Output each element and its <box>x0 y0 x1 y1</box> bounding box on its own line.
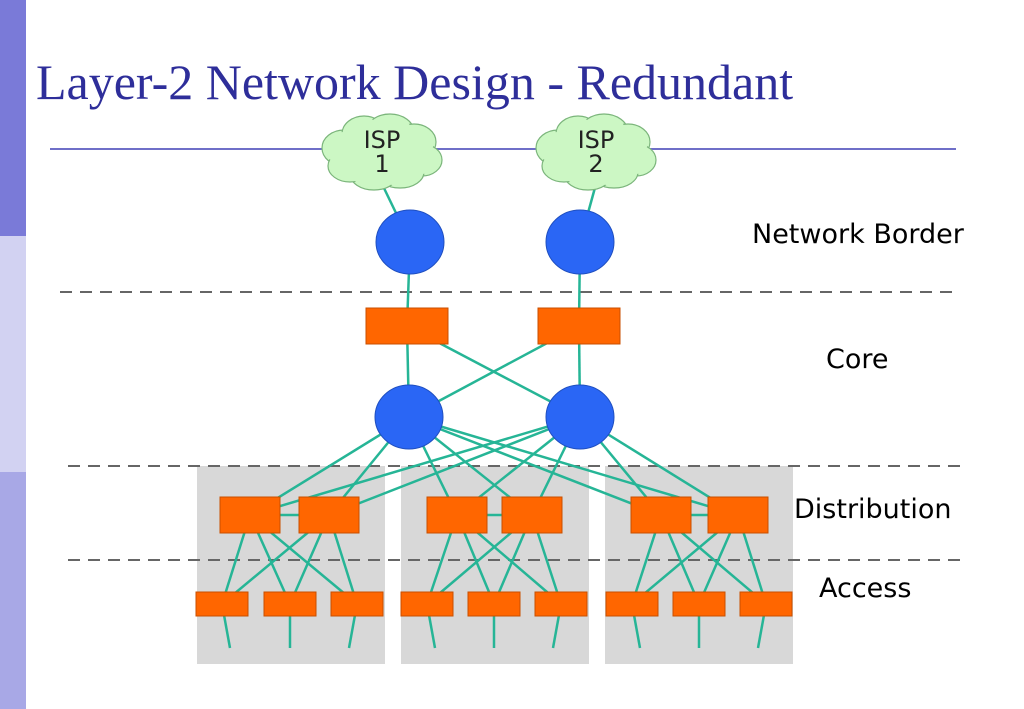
distribution-switch-4-icon <box>501 496 563 534</box>
isp-2-label-line1: ISP <box>578 126 615 154</box>
access-switch-6-icon <box>534 591 588 617</box>
isp-1-label-line2: 1 <box>374 150 389 178</box>
access-switch-2-icon <box>263 591 317 617</box>
layer-separators <box>60 291 962 561</box>
core-router-2-icon <box>545 384 615 450</box>
distribution-switch-3-icon <box>426 496 488 534</box>
sidebar-accent-bottom <box>0 472 26 709</box>
core-switch-2-icon <box>537 307 621 345</box>
distribution-switch-5-icon <box>630 496 692 534</box>
access-switch-3-icon <box>330 591 384 617</box>
sidebar-accent-middle <box>0 236 26 472</box>
access-switch-1-icon <box>195 591 249 617</box>
access-switch-5-icon <box>467 591 521 617</box>
core-router-1-icon <box>374 384 444 450</box>
layer-label-distribution: Distribution <box>794 494 952 525</box>
slide-title: Layer-2 Network Design - Redundant <box>36 54 794 110</box>
isp-1-label-line1: ISP <box>364 126 401 154</box>
distribution-switch-1-icon <box>219 496 281 534</box>
layer-label-network-border: Network Border <box>752 219 964 250</box>
layer-label-access: Access <box>819 573 912 604</box>
layer-label-core: Core <box>826 344 889 375</box>
sidebar-accent-top <box>0 0 26 236</box>
link-core-distribution <box>328 415 581 517</box>
distribution-switch-2-icon <box>298 496 360 534</box>
isp-2-label-line2: 2 <box>588 150 603 178</box>
link-core-distribution <box>408 415 662 517</box>
access-switch-4-icon <box>400 591 454 617</box>
access-switch-8-icon <box>672 591 726 617</box>
core-switch-1-icon <box>365 307 449 345</box>
access-switch-9-icon <box>739 591 793 617</box>
title-underline <box>50 148 956 150</box>
border-router-2-icon <box>545 209 615 275</box>
distribution-switch-6-icon <box>707 496 769 534</box>
border-router-1-icon <box>375 209 445 275</box>
access-switch-7-icon <box>605 591 659 617</box>
